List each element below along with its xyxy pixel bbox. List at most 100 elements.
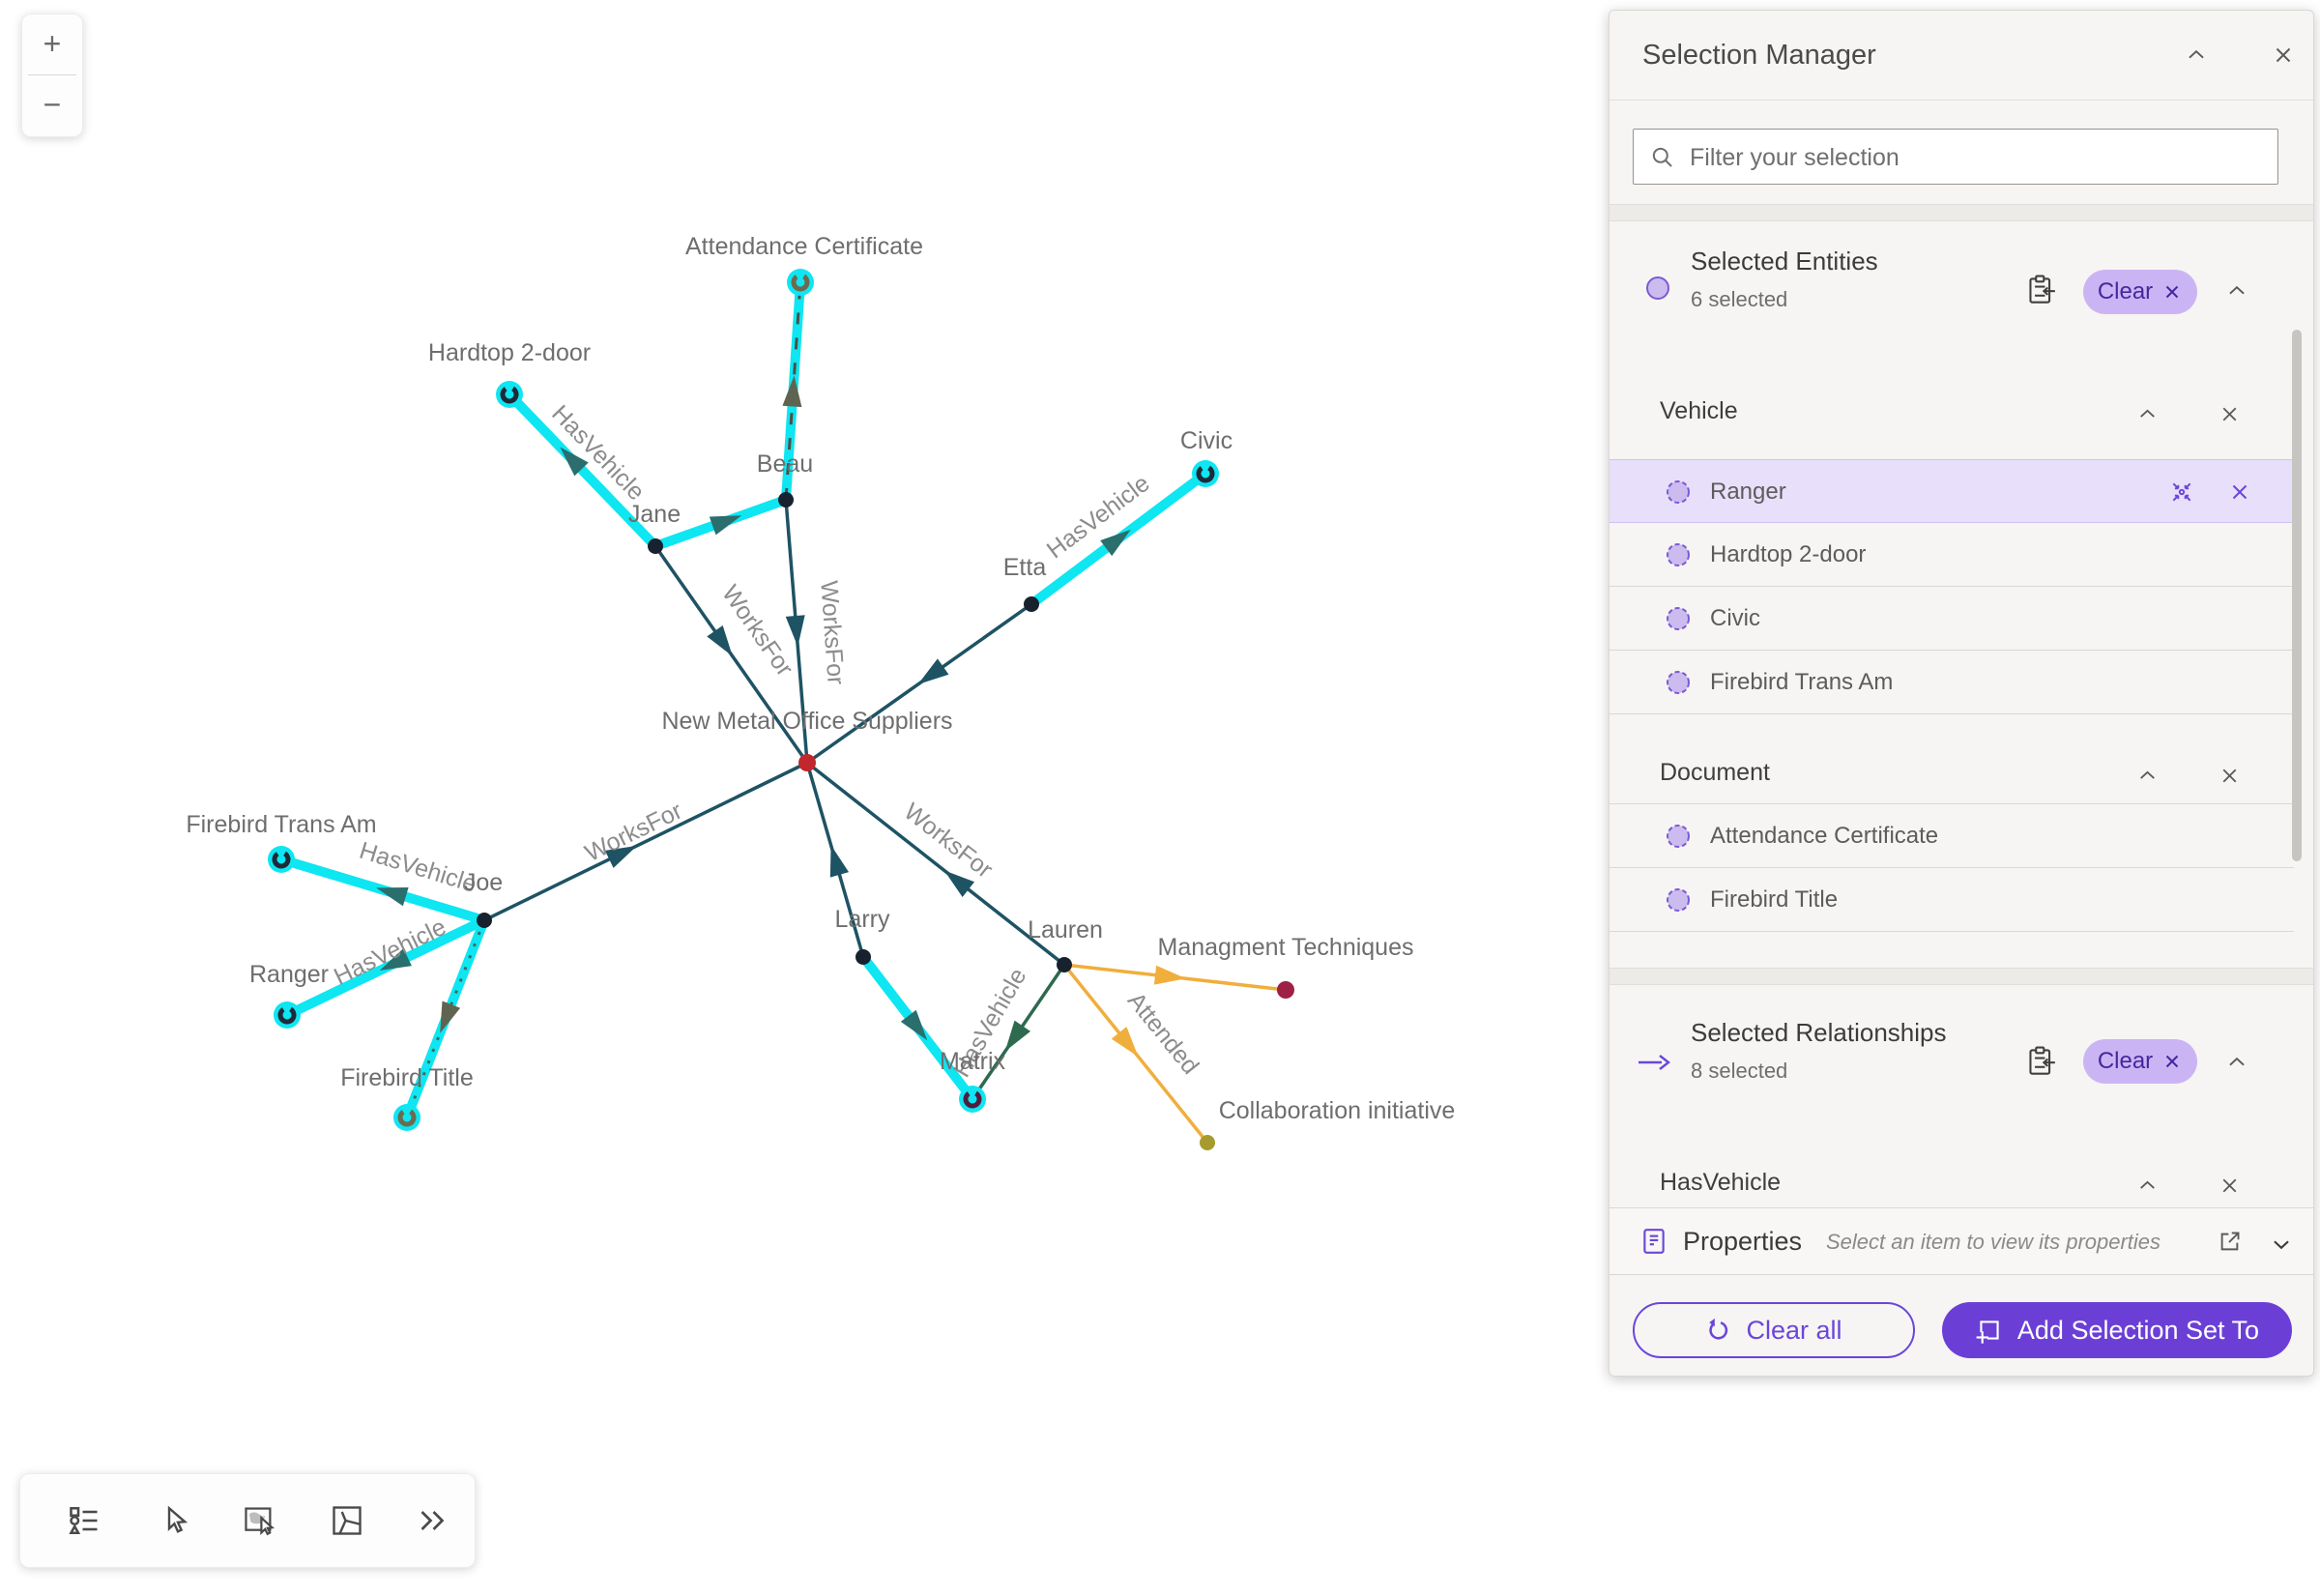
edge-label-lauren-collaboration: Attended [1122,987,1204,1079]
edge-lauren-matrix-arrowhead-icon [1004,1020,1031,1052]
legend-button[interactable] [67,1503,102,1538]
edge-etta-civic-arrowhead-icon [1100,529,1131,557]
edge-label-joe-company: WorksFor [581,798,686,867]
entity-row-hardtop[interactable]: Hardtop 2-door [1610,523,2294,587]
node-lauren[interactable] [1057,957,1072,972]
node-label-new-metal-office-suppliers: New Metal Office Suppliers [661,708,952,735]
selected-relationships-title: Selected Relationships [1691,1018,1947,1047]
properties-expand-button[interactable] [2269,1232,2294,1257]
filter-field[interactable] [1633,129,2278,186]
entity-row-label: Attendance Certificate [1710,823,1939,849]
panel-title: Selection Manager [1642,40,1876,71]
entity-row-firebird-trans-am[interactable]: Firebird Trans Am [1610,651,2294,714]
copy-selection-icon[interactable] [2027,274,2056,306]
zoom-in-button[interactable]: + [22,15,82,74]
properties-title: Properties [1683,1227,1803,1256]
node-etta[interactable] [1024,596,1039,612]
entity-icon [1667,825,1690,848]
entity-row-civic[interactable]: Civic [1610,587,2294,651]
edge-beau-attendance-arrowhead-icon [782,375,802,408]
chevron-up-icon [2229,1057,2245,1066]
node-hardtop-2-door[interactable] [500,385,519,404]
node-matrix[interactable] [963,1089,982,1109]
vehicle-collapse-button[interactable] [2135,402,2160,427]
divider [1610,803,2294,804]
node-label-beau: Beau [757,450,813,478]
entity-row-ranger[interactable]: Ranger [1610,459,2294,523]
node-joe[interactable] [477,913,492,928]
properties-bar[interactable]: Properties Select an item to view its pr… [1610,1207,2313,1275]
entity-icon [1667,480,1690,504]
node-label-managment-techniques: Managment Techniques [1158,934,1414,961]
link-chart-layout-button[interactable] [330,1503,364,1538]
node-label-attendance-certificate: Attendance Certificate [685,233,923,260]
chevron-up-icon [2229,285,2245,295]
edge-lauren-managment-arrowhead-icon [1153,965,1186,985]
node-attendance-certificate[interactable] [791,273,810,292]
node-label-matrix: Matrix [940,1048,1006,1075]
edge-lauren-collaboration-arrowhead-icon [1111,1027,1139,1058]
node-managment-techniques[interactable] [1277,981,1294,999]
group-title-document: Document [1660,759,1770,786]
panel-collapse-button[interactable] [2184,43,2209,68]
node-new-metal-office-suppliers[interactable] [798,754,816,771]
close-icon [2165,1055,2179,1068]
pointer-tool-button[interactable] [158,1503,192,1538]
node-civic[interactable] [1196,464,1215,483]
node-collaboration-initiative[interactable] [1200,1135,1215,1150]
panel-close-button[interactable] [2271,43,2296,68]
entity-row-firebird-title[interactable]: Firebird Title [1610,868,2294,932]
map-toolbar [19,1473,476,1568]
node-firebird-trans-am[interactable] [272,850,291,869]
entity-row-attendance-certificate[interactable]: Attendance Certificate [1610,804,2294,868]
entity-icon [1667,671,1690,694]
edge-jane-hardtop[interactable] [505,390,660,551]
node-larry[interactable] [856,949,871,965]
open-properties-window-button[interactable] [2217,1229,2242,1254]
edge-lauren-company[interactable] [805,761,1066,967]
clear-all-label: Clear all [1746,1315,1842,1345]
node-label-larry: Larry [835,906,890,933]
group-title-hasvehicle: HasVehicle [1660,1169,1782,1196]
entity-row-label: Hardtop 2-door [1710,541,1867,567]
section-separator [1610,968,2313,985]
node-jane[interactable] [648,538,663,554]
edge-joe-ranger-arrowhead-icon [379,948,412,972]
node-beau[interactable] [778,492,794,508]
document-collapse-button[interactable] [2135,764,2160,789]
vehicle-remove-button[interactable] [2218,402,2243,427]
entity-icon [1667,607,1690,630]
edge-label-beau-company: WorksFor [815,580,849,686]
edge-joe-firebird-title-arrowhead-icon [440,1001,461,1033]
zoom-to-selection-button[interactable] [2169,479,2194,505]
clear-entities-button[interactable]: Clear [2083,270,2197,314]
relationships-collapse-button[interactable] [2224,1050,2249,1075]
hasvehicle-remove-button[interactable] [2218,1174,2243,1199]
divider [28,74,76,75]
node-ranger-selection-halo [274,1001,301,1029]
filter-input[interactable] [1688,130,2267,186]
hasvehicle-collapse-button[interactable] [2135,1174,2160,1199]
entities-collapse-button[interactable] [2224,278,2249,304]
node-firebird-trans-am-selection-halo [268,846,295,873]
clear-all-button[interactable]: Clear all [1633,1302,1915,1358]
copy-selection-icon[interactable] [2027,1045,2056,1078]
edge-jane-company-arrowhead-icon [707,624,733,656]
panel-scrollbar[interactable] [2292,330,2302,861]
node-label-firebird-trans-am: Firebird Trans Am [186,811,376,838]
reset-icon [1709,1318,1728,1340]
clear-relationships-button[interactable]: Clear [2083,1039,2197,1084]
node-firebird-title[interactable] [397,1108,417,1127]
select-features-button[interactable] [243,1503,277,1538]
node-ranger[interactable] [277,1005,297,1025]
entity-type-icon [1646,276,1669,300]
zoom-out-button[interactable]: − [22,75,82,135]
deselect-entity-button[interactable] [2227,479,2252,505]
toolbar-expand-button[interactable] [415,1503,450,1538]
node-matrix-selection-halo [959,1086,986,1113]
edge-joe-company[interactable] [482,761,809,922]
document-remove-button[interactable] [2218,764,2243,789]
add-selection-set-button[interactable]: Add Selection Set To [1942,1302,2292,1358]
node-attendance-certificate-selection-halo [787,269,814,296]
